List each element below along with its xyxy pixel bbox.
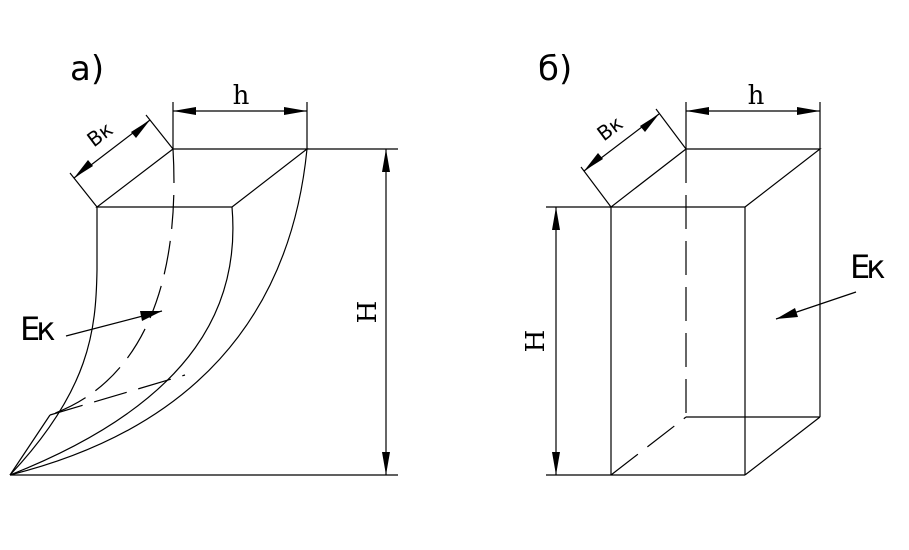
panel-b-h-arrow-left	[686, 107, 709, 115]
panel-b-bk-ext-front	[580, 166, 612, 208]
panel-a-bk-ext-back	[145, 114, 174, 150]
panel-a-H-arrow-top	[382, 149, 390, 172]
panel-a-h-arrow-right	[284, 107, 307, 115]
panel-b-hidden-bottom-left	[610, 416, 687, 476]
panel-b-label: б)	[538, 49, 572, 89]
panel-a: а) Н h	[9, 49, 398, 476]
panel-b-H-arrow-bottom	[552, 452, 560, 475]
panel-b-ek-arrowhead	[776, 308, 798, 319]
panel-b-h-arrow-right	[797, 107, 820, 115]
panel-b-bk-arrow-back	[640, 114, 659, 132]
panel-a-bk-label: Вк	[82, 117, 117, 152]
panel-a-h-arrow-left	[173, 107, 196, 115]
panel-b-H-arrow-top	[552, 207, 560, 230]
panel-b-h-label: h	[748, 81, 765, 111]
panel-a-hidden-curve	[49, 148, 175, 416]
panel-a-H-label: Н	[353, 301, 383, 324]
panel-b: б) Н h Вк	[521, 49, 889, 476]
panel-a-H-arrow-bottom	[382, 452, 390, 475]
panel-a-back-curve	[9, 148, 308, 476]
panel-b-bk-label: Вк	[592, 111, 627, 146]
panel-a-ek-arrowhead	[140, 311, 162, 321]
panel-b-bottom-right-edge	[744, 416, 821, 476]
panel-a-bk-arrow-back	[131, 120, 150, 138]
panel-a-bk-arrow-front	[74, 160, 93, 178]
panel-b-bk-arrow-front	[584, 153, 603, 171]
panel-b-bk-ext-back	[655, 108, 687, 150]
panel-a-left-curve	[9, 269, 98, 476]
panel-a-h-label: h	[233, 81, 250, 111]
panel-a-bottom-wedge-hidden	[49, 374, 186, 416]
panel-a-label: а)	[70, 49, 104, 89]
panel-a-top-face	[95, 148, 309, 208]
panel-a-bk-ext-front	[69, 172, 98, 208]
panel-b-H-label: Н	[521, 330, 551, 353]
panel-b-top-face	[609, 148, 822, 208]
panel-b-ek-label: Ек	[850, 248, 885, 286]
panel-a-front-curve	[9, 206, 234, 476]
panel-a-ek-label: Ек	[20, 310, 55, 348]
panel-a-bottom-wedge-left	[9, 414, 51, 476]
